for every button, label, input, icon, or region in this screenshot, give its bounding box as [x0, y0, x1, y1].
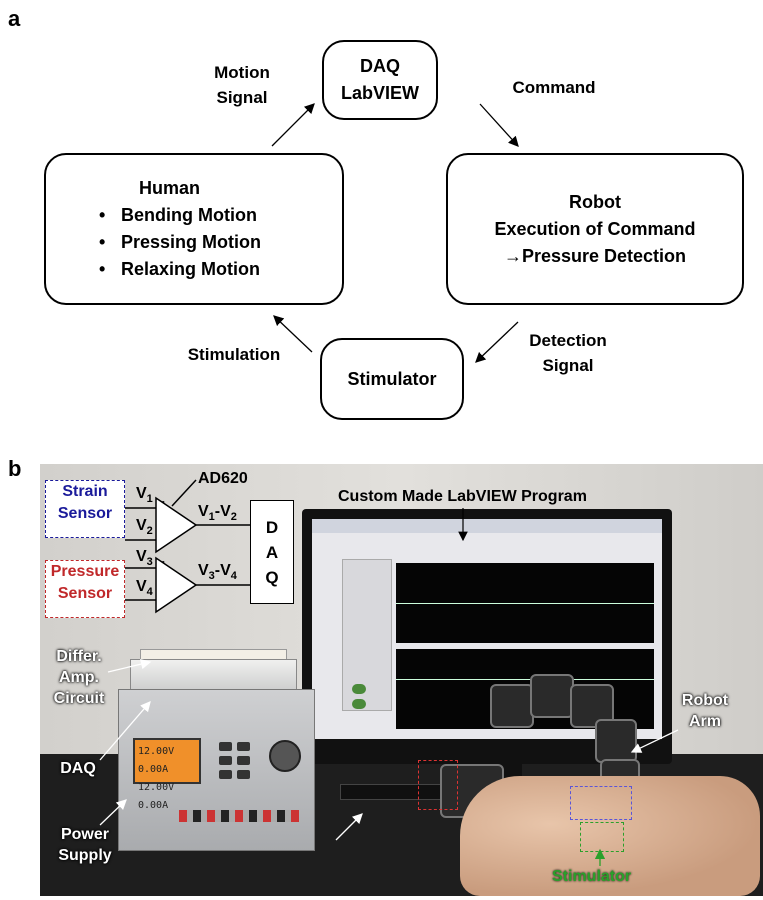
robot-arm-label: Robot Arm [670, 690, 740, 732]
amp-circuit-line2: Amp. [44, 667, 114, 688]
daq-pointer [100, 702, 150, 760]
ad620-pointer [172, 480, 196, 506]
amp-circuit-line3: Circuit [44, 688, 114, 709]
power-supply-line2: Supply [50, 845, 120, 866]
keyboard-pointer [336, 814, 362, 840]
amp-circuit-pointer [108, 662, 150, 672]
amp-circuit-label: Differ. Amp. Circuit [44, 646, 114, 709]
stimulator-photo-label: Stimulator [552, 868, 631, 886]
power-supply-label: Power Supply [50, 824, 120, 866]
robot-arm-line2: Arm [670, 711, 740, 732]
amp-circuit-line1: Differ. [44, 646, 114, 667]
robot-arm-line1: Robot [670, 690, 740, 711]
op-amp-2 [125, 558, 250, 612]
daq-label: DAQ [50, 758, 106, 779]
power-supply-line1: Power [50, 824, 120, 845]
power-supply-pointer [100, 800, 126, 825]
robot-arm-pointer [632, 730, 678, 752]
op-amp-1 [125, 498, 250, 552]
